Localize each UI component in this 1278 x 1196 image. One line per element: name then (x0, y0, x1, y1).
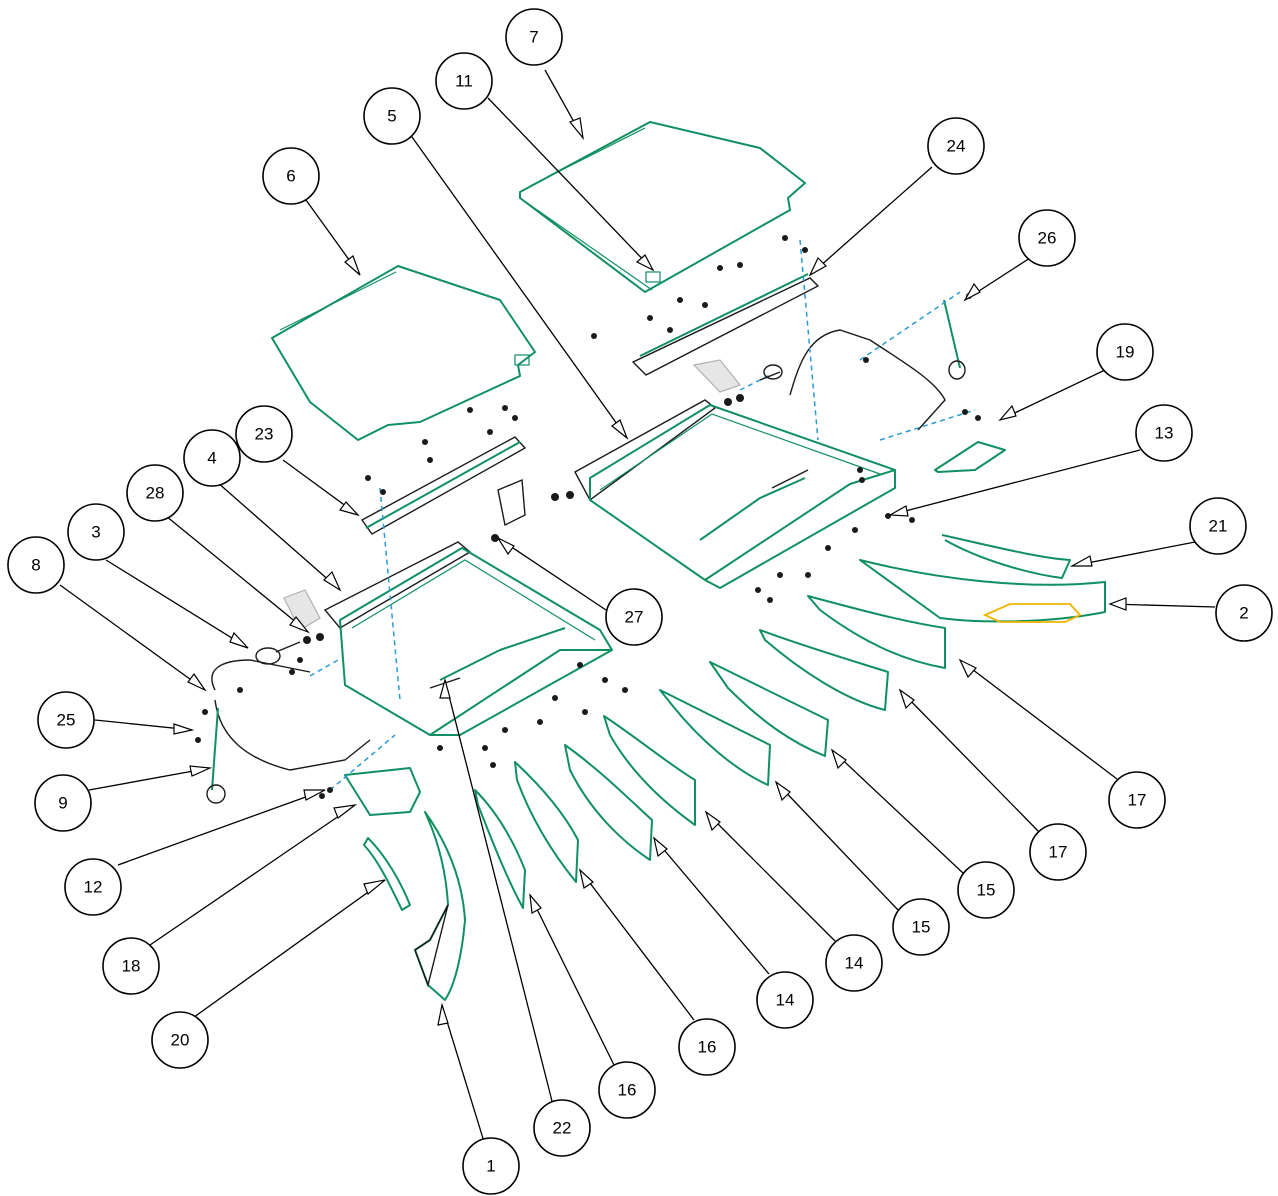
svg-text:9: 9 (58, 794, 67, 813)
callout-17-right: 17 (1108, 771, 1166, 829)
callout-3: 3 (67, 503, 125, 561)
callout-21: 21 (1189, 497, 1247, 555)
callout-23: 23 (235, 405, 293, 463)
flap-14b (564, 744, 653, 861)
knob-right (759, 364, 783, 381)
tray-right (574, 399, 896, 589)
callout-20: 20 (151, 1011, 209, 1069)
callout-19: 19 (1096, 323, 1154, 381)
flap-14a (603, 715, 696, 826)
flap-15b (659, 689, 771, 786)
svg-text:14: 14 (845, 954, 864, 973)
flap-17b (759, 629, 889, 711)
svg-text:15: 15 (977, 881, 996, 900)
callout-26: 26 (1018, 209, 1076, 267)
svg-text:25: 25 (57, 711, 76, 730)
fasteners (195, 235, 981, 799)
bar-left (211, 659, 371, 771)
svg-text:12: 12 (84, 878, 103, 897)
callout-1: 1 (462, 1137, 520, 1195)
cover-panel-left (271, 265, 536, 441)
svg-text:2: 2 (1239, 604, 1248, 623)
callout-11: 11 (435, 52, 493, 110)
callout-14-left: 14 (756, 971, 814, 1029)
handle-right (943, 299, 961, 369)
rail-left (360, 436, 527, 535)
leader-lines (59, 69, 1216, 1146)
callout-15-right: 15 (957, 861, 1015, 919)
svg-text:16: 16 (698, 1038, 717, 1057)
callout-18: 18 (102, 937, 160, 995)
flap-16a (514, 761, 579, 883)
flap-15a (709, 661, 829, 757)
callout-13: 13 (1135, 404, 1193, 462)
svg-text:26: 26 (1038, 229, 1057, 248)
handle-left (211, 707, 219, 791)
callout-17-left: 17 (1029, 823, 1087, 881)
parts-drawing (195, 121, 1106, 1001)
svg-text:28: 28 (146, 484, 165, 503)
callout-22: 22 (533, 1099, 591, 1157)
svg-text:1: 1 (486, 1157, 495, 1176)
cover-panel-right (519, 121, 806, 293)
callout-24: 24 (927, 117, 985, 175)
svg-text:13: 13 (1155, 424, 1174, 443)
flap-16b (474, 789, 526, 909)
svg-text:15: 15 (912, 918, 931, 937)
curved-strip-20 (363, 837, 411, 911)
curved-plate-1 (414, 811, 466, 1001)
svg-text:17: 17 (1128, 791, 1147, 810)
svg-text:27: 27 (625, 608, 644, 627)
bar-right (789, 329, 946, 431)
callouts: 7 11 5 24 6 26 19 23 13 4 28 3 21 8 27 2… (7, 8, 1273, 1195)
svg-text:5: 5 (387, 107, 396, 126)
callout-12: 12 (64, 858, 122, 916)
callout-14-right: 14 (825, 934, 883, 992)
svg-text:18: 18 (122, 957, 141, 976)
svg-text:16: 16 (618, 1081, 637, 1100)
svg-text:23: 23 (255, 425, 274, 444)
svg-text:11: 11 (455, 72, 473, 91)
svg-text:3: 3 (91, 523, 100, 542)
svg-text:22: 22 (553, 1119, 572, 1138)
flap-21 (941, 534, 1071, 579)
small-bracket-left (344, 767, 421, 816)
callout-28: 28 (126, 464, 184, 522)
hinge-bracket-right (692, 359, 741, 393)
callout-4: 4 (183, 429, 241, 487)
arrowheads (173, 117, 1127, 1026)
svg-text:19: 19 (1116, 343, 1135, 362)
small-bracket-right (934, 441, 1006, 473)
svg-text:21: 21 (1209, 517, 1228, 536)
callout-6: 6 (262, 147, 320, 205)
svg-text:20: 20 (171, 1031, 190, 1050)
callout-15-left: 15 (892, 898, 950, 956)
svg-text:14: 14 (776, 991, 795, 1010)
flap-2 (859, 559, 1106, 623)
callout-16-left: 16 (598, 1061, 656, 1119)
rail-right (631, 273, 820, 376)
callout-9: 9 (34, 774, 92, 832)
svg-text:7: 7 (529, 28, 538, 47)
knob-3 (255, 641, 301, 665)
svg-text:8: 8 (31, 556, 40, 575)
callout-2: 2 (1215, 584, 1273, 642)
flap-17a (807, 595, 946, 669)
callout-25: 25 (37, 691, 95, 749)
callout-8: 8 (7, 536, 65, 594)
callout-5: 5 (363, 87, 421, 145)
svg-text:24: 24 (947, 137, 966, 156)
callout-16-right: 16 (678, 1018, 736, 1076)
svg-text:4: 4 (207, 449, 216, 468)
callout-27: 27 (605, 588, 663, 646)
callout-7: 7 (505, 8, 563, 66)
svg-text:6: 6 (286, 167, 295, 186)
svg-text:17: 17 (1049, 843, 1068, 862)
tray-left (323, 541, 613, 736)
